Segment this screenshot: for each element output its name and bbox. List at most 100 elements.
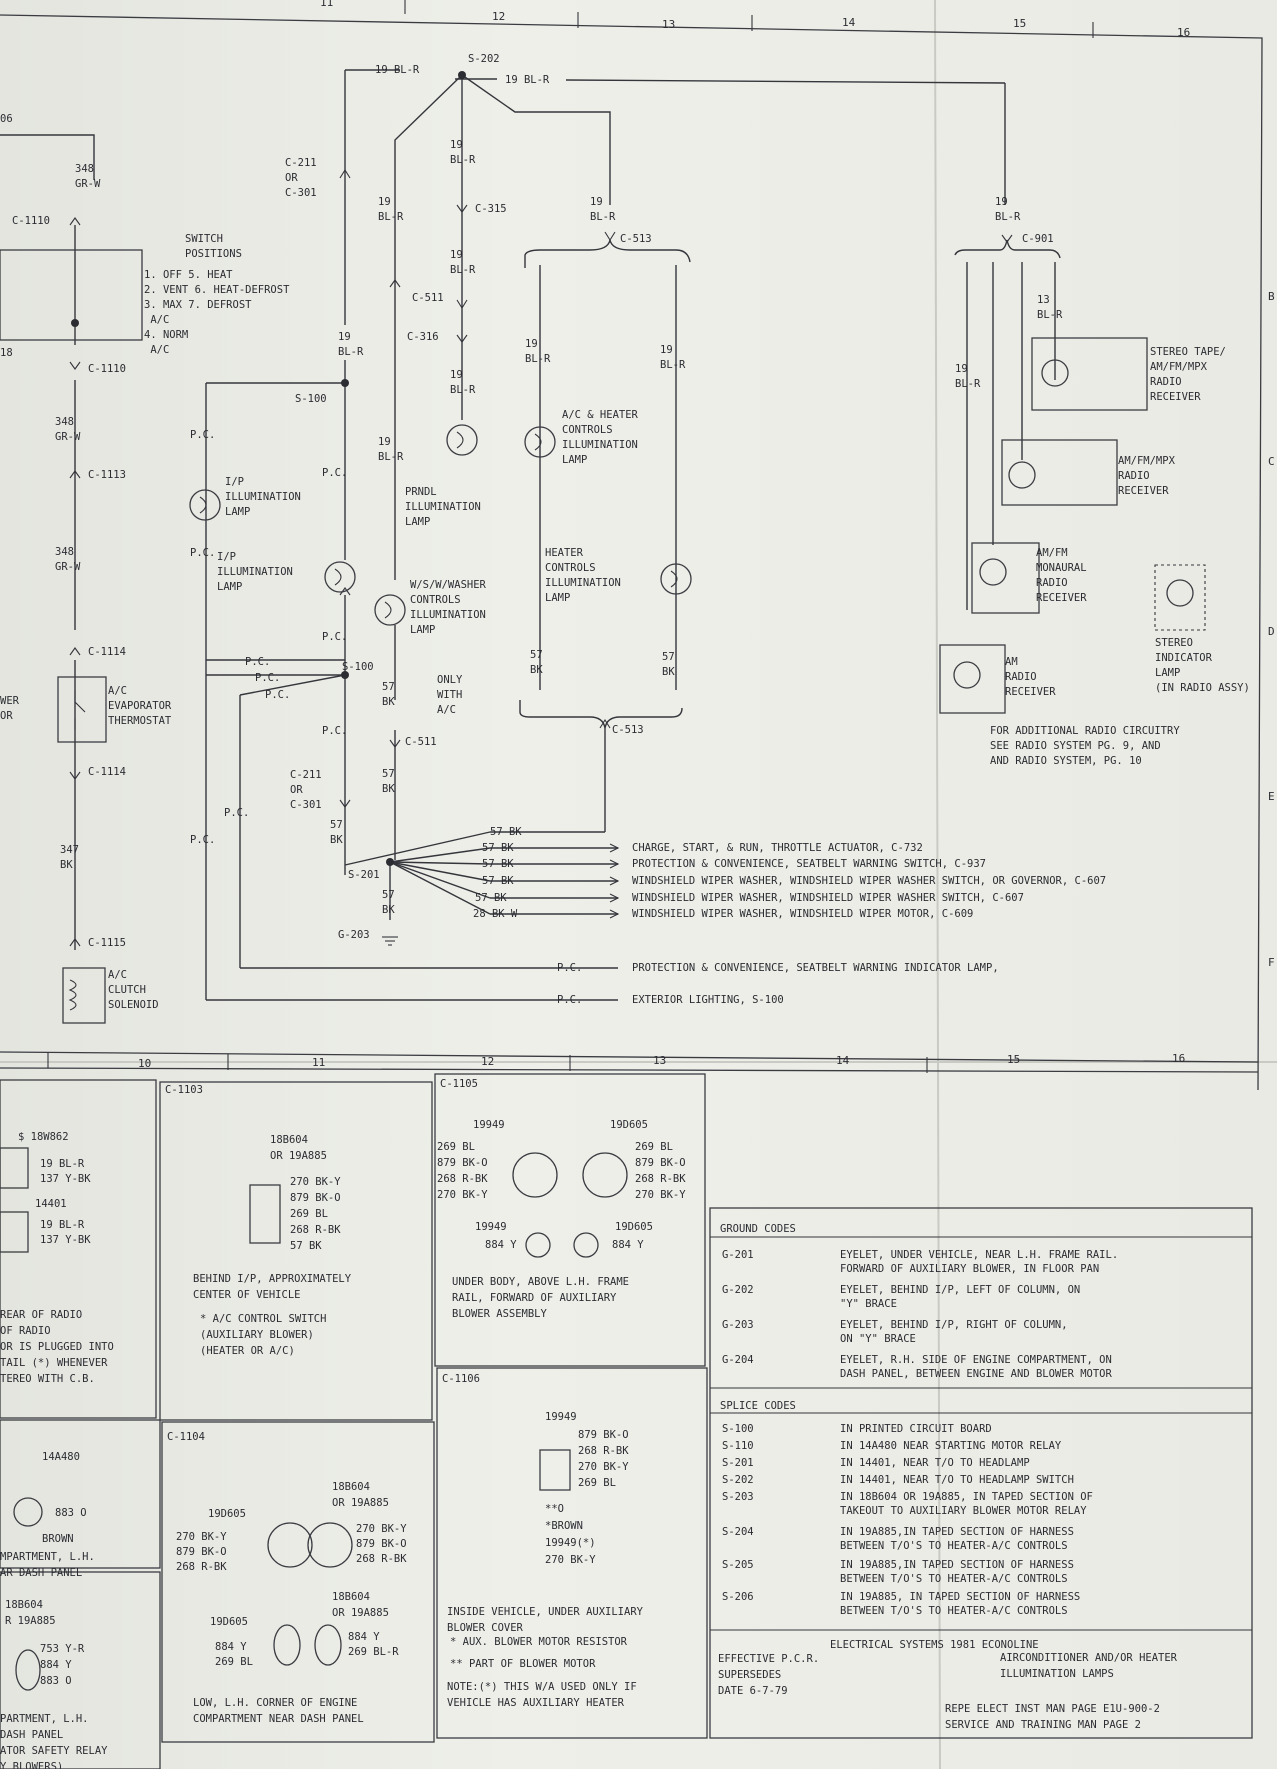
paper-fold bbox=[934, 0, 941, 1769]
grid-letter: E bbox=[1268, 790, 1275, 803]
wire-label: 268 R-BK bbox=[290, 1224, 341, 1236]
connector-label: C-1114 bbox=[88, 646, 126, 658]
grid-ticks bbox=[47, 0, 1094, 1073]
splices bbox=[71, 71, 466, 866]
grid-number: 16 bbox=[1177, 26, 1190, 39]
wire-label: 884 Y bbox=[612, 1239, 644, 1251]
connector-note: ** PART OF BLOWER MOTOR bbox=[450, 1658, 596, 1670]
wire-label: 879 BK-O bbox=[356, 1538, 407, 1550]
grid-number: 14 bbox=[836, 1054, 850, 1067]
ground-code: G-204 bbox=[722, 1354, 754, 1366]
ground-desc: EYELET, BEHIND I/P, RIGHT OF COLUMN,ON "… bbox=[840, 1319, 1068, 1345]
pc-label: P.C. bbox=[557, 962, 582, 974]
circuit-destination: WINDSHIELD WIPER WASHER, WINDSHIELD WIPE… bbox=[632, 908, 973, 920]
wire-label: *BROWN bbox=[545, 1520, 583, 1532]
pc-label: P.C. bbox=[245, 656, 270, 668]
ground-desc: EYELET, BEHIND I/P, LEFT OF COLUMN, ON"Y… bbox=[840, 1284, 1080, 1310]
connector-id: C-1105 bbox=[440, 1078, 478, 1090]
grid-letters-right: B C D E F bbox=[1268, 290, 1275, 969]
wire-label: 268 R-BK bbox=[437, 1173, 488, 1185]
ground-code: G-203 bbox=[722, 1319, 754, 1331]
pc-label: P.C. bbox=[224, 807, 249, 819]
wire-label: 879 BK-O bbox=[176, 1546, 227, 1558]
ground-label: G-203 bbox=[338, 929, 370, 941]
grid-letter: D bbox=[1268, 625, 1275, 638]
part-number: 14A480 bbox=[42, 1451, 80, 1463]
part-number: 19D605 bbox=[615, 1221, 653, 1233]
wire-label: 57 BK bbox=[490, 826, 522, 838]
part-number: 19D605 bbox=[210, 1616, 248, 1628]
wire-label: 270 BK-Y bbox=[545, 1554, 596, 1566]
ground-code: G-202 bbox=[722, 1284, 754, 1296]
wire-label: 268 R-BK bbox=[356, 1553, 407, 1565]
pc-label: P.C. bbox=[190, 429, 215, 441]
pc-destination: EXTERIOR LIGHTING, S-100 bbox=[632, 994, 784, 1006]
lamp-icon bbox=[189, 359, 1194, 689]
title-system: ELECTRICAL SYSTEMS 1981 ECONOLINE bbox=[830, 1639, 1039, 1651]
connector-id: C-1104 bbox=[167, 1431, 205, 1443]
connector-label: C-513 bbox=[620, 233, 652, 245]
part-number: 19949 bbox=[475, 1221, 507, 1233]
grid-numbers-top: 11 12 13 14 15 16 bbox=[320, 0, 1190, 39]
pc-label: P.C. bbox=[322, 725, 347, 737]
pc-label: P.C. bbox=[190, 834, 215, 846]
connector-panels bbox=[0, 1073, 1253, 1769]
radio-receivers bbox=[939, 337, 1206, 714]
circuit-destination: WINDSHIELD WIPER WASHER, WINDSHIELD WIPE… bbox=[632, 875, 1106, 887]
grid-letter: F bbox=[1268, 956, 1275, 969]
wire-label: 57 BK bbox=[482, 858, 514, 870]
wire-label: **O bbox=[545, 1503, 564, 1515]
splice-code: S-100 bbox=[722, 1423, 754, 1435]
connector-id: C-1103 bbox=[165, 1084, 203, 1096]
splice-desc: IN 14401, NEAR T/O TO HEADLAMP SWITCH bbox=[840, 1474, 1074, 1486]
wire-label: 19 BL-R bbox=[505, 74, 550, 86]
part-number: 19D605 bbox=[610, 1119, 648, 1131]
grid-letter: B bbox=[1268, 290, 1275, 303]
pc-label: P.C. bbox=[265, 689, 290, 701]
connector-label: C-1110 bbox=[88, 363, 126, 375]
connector-label: C-1110 bbox=[12, 215, 50, 227]
splice-label: S-201 bbox=[348, 869, 380, 881]
wire-label: 28 BK-W bbox=[473, 908, 518, 920]
ground-icon bbox=[382, 936, 398, 946]
circuit-destination: WINDSHIELD WIPER WASHER, WINDSHIELD WIPE… bbox=[632, 892, 1024, 904]
connector-label: C-511 bbox=[405, 736, 437, 748]
wire-label: 269 BL bbox=[437, 1141, 475, 1153]
part-number: 19949 bbox=[473, 1119, 505, 1131]
ground-code: G-201 bbox=[722, 1249, 754, 1261]
wire-label: 19949(*) bbox=[545, 1537, 596, 1549]
wire-label: 269 BL bbox=[578, 1477, 616, 1489]
splice-codes-title: SPLICE CODES bbox=[720, 1400, 796, 1412]
connector-label: C-1115 bbox=[88, 937, 126, 949]
cutoff-label: 06 bbox=[0, 113, 13, 125]
splice-desc: IN 14401, NEAR T/O TO HEADLAMP bbox=[840, 1457, 1030, 1469]
wire-label: 270 BK-Y bbox=[635, 1189, 686, 1201]
splice-code: S-202 bbox=[722, 1474, 754, 1486]
